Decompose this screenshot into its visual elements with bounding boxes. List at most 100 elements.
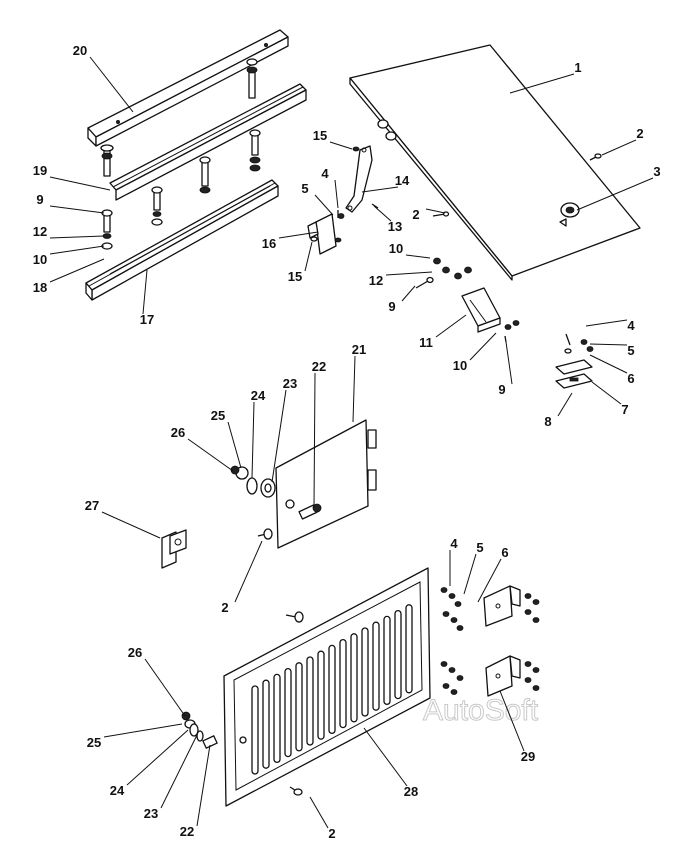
callout-leader: [477, 558, 502, 603]
callout-leader: [160, 734, 198, 809]
callout-leader: [103, 723, 183, 738]
callout-label: 27: [85, 498, 99, 513]
louver-slot: [262, 679, 270, 769]
long-rail-17: [85, 179, 279, 301]
callout-label: 21: [352, 342, 366, 357]
callout-label: 24: [251, 388, 266, 403]
louver-slot: [361, 627, 369, 717]
callout-label: 8: [544, 414, 551, 429]
callout-label: 6: [627, 371, 634, 386]
callout-label: 9: [388, 299, 395, 314]
hinge-bolt: [532, 667, 540, 673]
callout-leader: [363, 727, 408, 787]
callout-label: 29: [521, 749, 535, 764]
hinge-bolt: [442, 683, 450, 689]
callout-label: 9: [498, 382, 505, 397]
callout-leader: [352, 355, 356, 423]
callout-leader: [126, 729, 189, 786]
callout-leader: [89, 56, 134, 113]
callout-leader: [271, 389, 287, 483]
pin-2-lid: [432, 153, 602, 217]
callout-leader: [49, 235, 105, 239]
callout-leader: [329, 141, 353, 150]
callout-label: 5: [301, 181, 308, 196]
callout-label: 2: [636, 126, 643, 141]
louver-slot: [295, 662, 303, 752]
hinge-bolt: [442, 611, 450, 617]
hinge-bolt: [524, 677, 532, 683]
callout-leader: [591, 381, 622, 405]
callout-leader: [499, 690, 525, 752]
callout-leader: [196, 744, 211, 827]
bracket-27: [161, 529, 187, 569]
callout-label: 17: [140, 312, 154, 327]
callout-label: 12: [33, 224, 47, 239]
callout-label: 2: [412, 207, 419, 222]
callout-leader: [187, 438, 234, 472]
hinge-bolt: [440, 661, 448, 667]
callout-leader: [509, 73, 575, 94]
louver-slot: [372, 621, 380, 711]
hinge-block-11: [461, 287, 501, 333]
callout-label: 26: [171, 425, 185, 440]
callout-leader: [401, 285, 416, 302]
callout-label: 7: [621, 402, 628, 417]
callout-label: 12: [369, 273, 383, 288]
callout-leader: [314, 194, 334, 216]
hinge-bolt: [532, 617, 540, 623]
plates-7-8: [555, 333, 594, 389]
hinge-bolt: [456, 675, 464, 681]
bolt-set-20: [100, 58, 258, 177]
hinge-bolt: [456, 625, 464, 631]
callout-leader: [309, 796, 329, 829]
louver-slot: [339, 638, 347, 729]
louver-slot: [251, 685, 259, 775]
louver-slot: [328, 644, 336, 735]
pin-2-mid: [257, 528, 304, 623]
callout-leader: [373, 205, 392, 222]
callout-label: 4: [321, 166, 329, 181]
callout-label: 19: [33, 163, 47, 178]
bracket-16: [307, 213, 337, 255]
callout-label: 4: [450, 536, 458, 551]
channel-bar-20: [87, 29, 289, 147]
callout-label: 2: [328, 826, 335, 841]
callout-leader: [49, 258, 105, 283]
callout-label: 14: [395, 173, 410, 188]
hinge-upper-6: [483, 585, 521, 627]
callout-label: 3: [653, 164, 660, 179]
stud-22-upper: [298, 503, 322, 520]
lid-panel-1: [349, 44, 641, 281]
hinge-bolt: [532, 599, 540, 605]
callout-label: 25: [87, 735, 101, 750]
hinge-bolts: [440, 587, 540, 695]
access-door-21: [275, 419, 377, 549]
callout-leader: [101, 511, 161, 539]
louver-slot: [273, 673, 281, 764]
callout-label: 22: [180, 824, 194, 839]
angle-rail-19: [109, 83, 307, 201]
louver-slot: [394, 609, 402, 700]
callout-label: 5: [476, 540, 483, 555]
hinge-29: [485, 655, 521, 697]
callout-leader: [313, 372, 316, 509]
hinge-arm-14: [345, 145, 373, 213]
hinge-bolt: [450, 617, 458, 623]
latch-knob-3: [559, 202, 580, 227]
callout-label: 4: [627, 318, 635, 333]
callout-label: 10: [389, 241, 403, 256]
louver-slot: [284, 667, 292, 758]
callout-label: 23: [283, 376, 297, 391]
callout-label: 24: [110, 783, 125, 798]
callout-leader: [585, 319, 628, 327]
callout-label: 16: [262, 236, 276, 251]
callout-leader: [425, 208, 446, 214]
callout-label: 28: [404, 784, 418, 799]
callout-label: 10: [453, 358, 467, 373]
bolts-11: [415, 257, 520, 343]
callout-leader: [385, 271, 433, 276]
callout-leader: [334, 179, 339, 209]
callout-leader: [278, 231, 319, 239]
